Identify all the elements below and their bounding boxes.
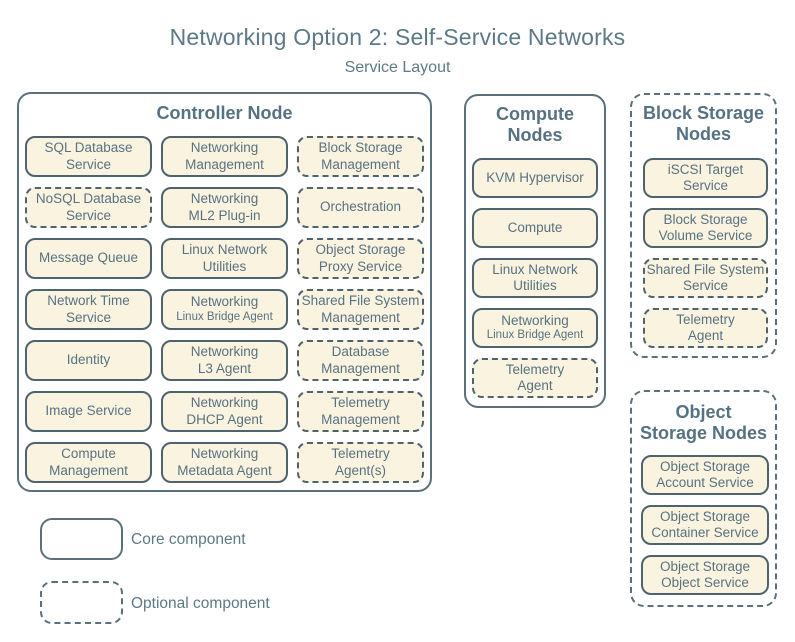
legend-core-label: Core component [131, 531, 246, 548]
service-label: Compute [507, 219, 563, 235]
service-box-networking-management: Networking Management [161, 136, 288, 177]
service-label: Message Queue [38, 250, 139, 266]
service-label: Linux Network Utilities [492, 261, 578, 293]
service-sublabel: Linux Bridge Agent [486, 329, 584, 342]
service-label: SQL Database Service [44, 140, 133, 172]
service-label: Orchestration [319, 199, 402, 215]
service-box-shared-file-system-mgmt: Shared File System Management [297, 289, 424, 330]
service-box-shared-file-system: Shared File System Service [643, 258, 768, 298]
service-box-networking-metadata: Networking Metadata Agent [161, 442, 288, 483]
service-box-telemetry-management: Telemetry Management [297, 391, 424, 432]
controller-node-group: Controller Node SQL Database Service NoS… [17, 92, 432, 492]
service-sublabel: Linux Bridge Agent [176, 310, 273, 323]
service-label: Networking ML2 Plug-in [188, 191, 261, 223]
service-label: Object Storage Container Service [651, 508, 759, 540]
legend-optional-swatch [40, 581, 123, 624]
controller-node-title: Controller Node [156, 103, 293, 123]
block-storage-nodes-title: Block Storage Nodes [642, 103, 765, 144]
service-box-telemetry-agents: Telemetry Agent(s) [297, 442, 424, 483]
service-box-networking-ml2: Networking ML2 Plug-in [161, 187, 288, 228]
service-label: Shared File System Management [301, 293, 420, 325]
service-box-object-storage-proxy: Object Storage Proxy Service [297, 238, 424, 279]
page-title: Networking Option 2: Self-Service Networ… [169, 24, 626, 50]
service-label: Networking [501, 312, 569, 328]
service-label: Telemetry Agent [505, 361, 565, 393]
service-label: Database Management [321, 344, 400, 376]
service-label: Networking L3 Agent [190, 344, 259, 376]
service-box-image-service: Image Service [25, 391, 152, 432]
service-box-networking-linux-bridge: Networking Linux Bridge Agent [472, 308, 598, 348]
service-box-object-storage-account: Object Storage Account Service [641, 455, 769, 495]
service-label: Block Storage Management [318, 140, 403, 172]
service-box-networking-l3: Networking L3 Agent [161, 340, 288, 381]
service-box-compute: Compute [472, 208, 598, 248]
service-label: KVM Hypervisor [486, 169, 584, 185]
service-box-object-storage-container: Object Storage Container Service [641, 505, 769, 545]
service-label: Networking DHCP Agent [186, 395, 263, 427]
service-box-network-time: Network Time Service [25, 289, 152, 330]
service-box-linux-network-utilities: Linux Network Utilities [472, 258, 598, 298]
service-label: Object Storage Object Service [659, 558, 751, 590]
service-box-compute-management: Compute Management [25, 442, 152, 483]
service-label: Telemetry Agent(s) [331, 446, 390, 478]
block-storage-service-stack: iSCSI Target Service Block Storage Volum… [643, 158, 768, 348]
service-box-database-management: Database Management [297, 340, 424, 381]
service-box-networking-linux-bridge: Networking Linux Bridge Agent [161, 289, 288, 330]
service-label: Networking [190, 294, 259, 310]
service-box-message-queue: Message Queue [25, 238, 152, 279]
service-label: Shared File System Service [646, 261, 765, 293]
service-label: Identity [66, 352, 111, 368]
service-label: Image Service [45, 403, 132, 419]
service-label: Networking Metadata Agent [177, 446, 272, 478]
service-label: Network Time Service [47, 293, 130, 325]
controller-service-grid: SQL Database Service NoSQL Database Serv… [25, 136, 424, 483]
service-label: Object Storage Account Service [656, 458, 754, 490]
service-box-linux-network-utilities: Linux Network Utilities [161, 238, 288, 279]
service-box-nosql-database: NoSQL Database Service [25, 187, 152, 228]
service-label: Telemetry Agent [676, 311, 735, 343]
object-storage-nodes-group: Object Storage Nodes Object Storage Acco… [630, 390, 777, 607]
service-label: Telemetry Management [321, 395, 400, 427]
service-label: Networking Management [185, 140, 264, 172]
service-box-orchestration: Orchestration [297, 187, 424, 228]
service-label: Block Storage Volume Service [658, 211, 753, 243]
compute-service-stack: KVM Hypervisor Compute Linux Network Uti… [472, 158, 598, 398]
service-label: Object Storage Proxy Service [315, 242, 406, 274]
object-storage-nodes-title: Object Storage Nodes [639, 402, 768, 443]
service-box-networking-dhcp: Networking DHCP Agent [161, 391, 288, 432]
service-label: iSCSI Target Service [667, 161, 744, 193]
service-box-block-storage-volume: Block Storage Volume Service [643, 208, 768, 248]
service-label: NoSQL Database Service [35, 191, 142, 223]
service-box-block-storage-management: Block Storage Management [297, 136, 424, 177]
service-box-object-storage-object: Object Storage Object Service [641, 555, 769, 595]
service-box-telemetry-agent: Telemetry Agent [472, 358, 598, 398]
legend-optional-label: Optional component [131, 595, 270, 612]
compute-nodes-group: Compute Nodes KVM Hypervisor Compute Lin… [464, 94, 606, 408]
object-storage-service-stack: Object Storage Account Service Object St… [641, 455, 769, 595]
compute-nodes-title: Compute Nodes [496, 104, 574, 145]
page-subtitle: Service Layout [344, 59, 451, 76]
service-box-telemetry-agent: Telemetry Agent [643, 308, 768, 348]
service-box-kvm-hypervisor: KVM Hypervisor [472, 158, 598, 198]
legend-core-swatch [40, 518, 123, 560]
block-storage-nodes-group: Block Storage Nodes iSCSI Target Service… [630, 93, 777, 358]
service-label: Compute Management [49, 446, 128, 478]
service-box-iscsi-target: iSCSI Target Service [643, 158, 768, 198]
service-label: Linux Network Utilities [181, 242, 268, 274]
service-box-sql-database: SQL Database Service [25, 136, 152, 177]
service-box-identity: Identity [25, 340, 152, 381]
